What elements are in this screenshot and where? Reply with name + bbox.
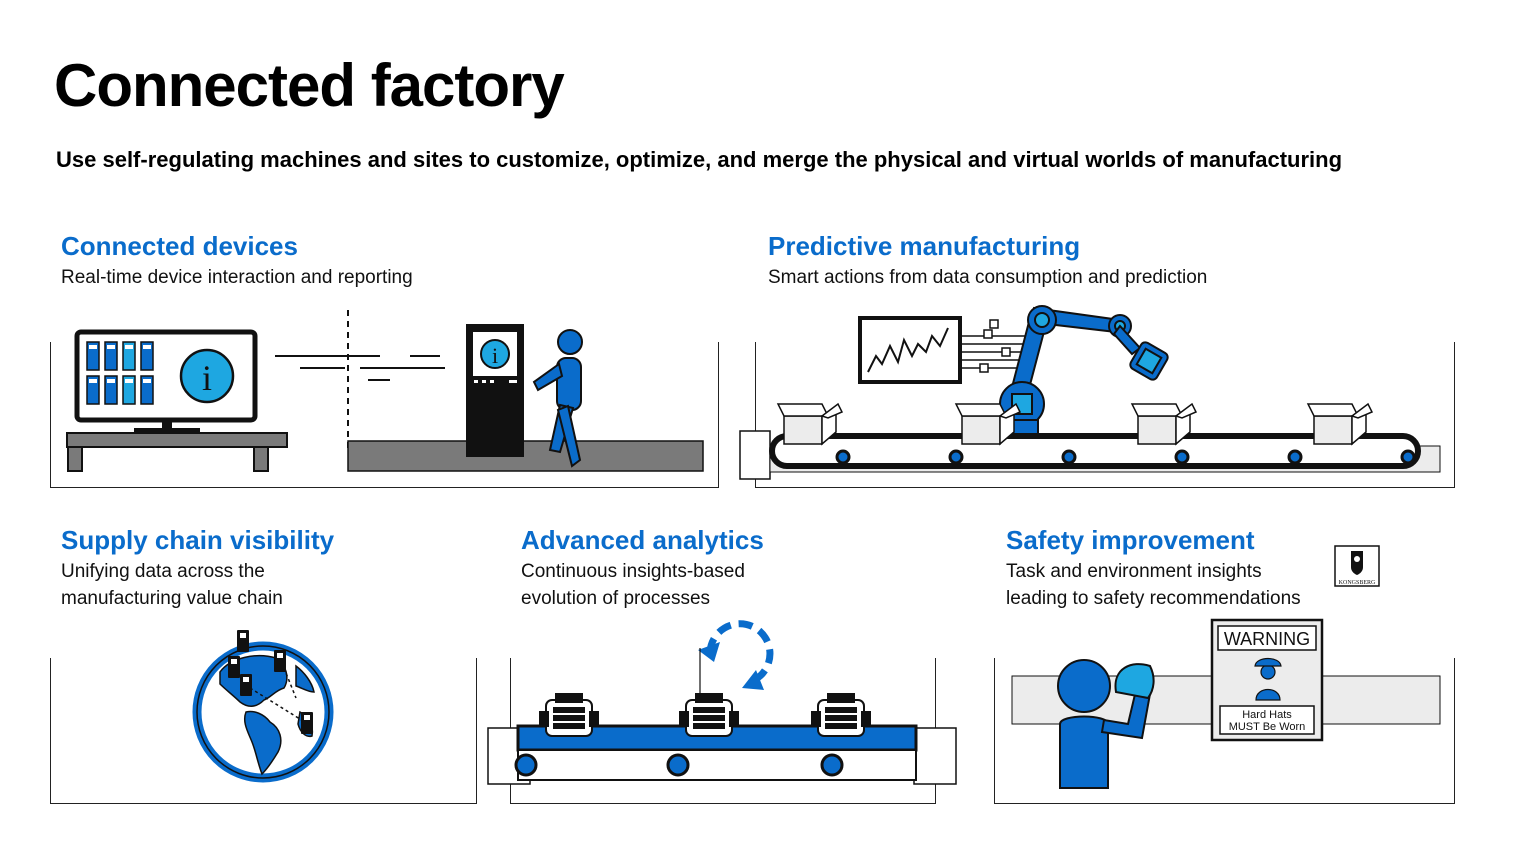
engine-block-icons [539, 693, 871, 737]
kiosk-icon: i [466, 324, 524, 457]
advanced-analytics-description-line2: evolution of processes [521, 588, 711, 609]
supply-chain-description-line2: manufacturing value chain [61, 588, 283, 609]
globe-icon [192, 630, 334, 783]
floor [347, 440, 704, 472]
svg-text:KONGSBERG: KONGSBERG [1339, 580, 1376, 586]
safety-description-line1: Task and environment insights [1006, 561, 1262, 582]
safety-panel [994, 658, 1455, 804]
trend-chart-icon [858, 316, 962, 384]
svg-text:i: i [202, 358, 212, 398]
advanced-analytics-illustration [487, 620, 957, 785]
data-signal-lines [275, 355, 445, 381]
info-icon: i [179, 348, 235, 404]
supply-chain-description-line1: Unifying data across the [61, 561, 265, 582]
warning-sign: WARNING Hard Hats MUST Be Worn [1210, 618, 1324, 742]
connected-devices-illustration: i i [66, 310, 704, 472]
refresh-cycle-icon [706, 620, 774, 686]
predictive-manufacturing-panel [755, 342, 1455, 488]
connected-devices-description: Real-time device interaction and reporti… [61, 267, 413, 288]
safety-illustration: WARNING Hard Hats MUST Be Worn [1011, 618, 1441, 789]
desk-top [66, 432, 288, 448]
safety-description-line2: leading to safety recommendations [1006, 588, 1301, 609]
predictive-manufacturing-title: Predictive manufacturing [768, 231, 1081, 261]
sign-line-2: MUST Be Worn [1229, 721, 1306, 733]
svg-text:i: i [492, 343, 498, 368]
box-icons [776, 402, 1374, 446]
page-subtitle: Use self-regulating machines and sites t… [56, 147, 1343, 172]
hard-hat-person-icon [1254, 657, 1282, 701]
device-pins [228, 630, 313, 734]
advanced-analytics-title: Advanced analytics [521, 525, 764, 555]
connected-devices-title: Connected devices [61, 231, 298, 261]
supply-chain-panel [50, 658, 477, 804]
sign-line-1: Hard Hats [1242, 709, 1292, 721]
conveyor-belt [739, 430, 1441, 480]
desk-leg-left [67, 446, 83, 472]
circuit-lines [962, 319, 1030, 373]
predictive-manufacturing-description: Smart actions from data consumption and … [768, 267, 1208, 288]
predictive-manufacturing-illustration [739, 305, 1441, 480]
warning-label: WARNING [1224, 629, 1310, 649]
advanced-analytics-description-line1: Continuous insights-based [521, 561, 745, 582]
person-icon [532, 329, 583, 468]
page-title: Connected factory [54, 52, 565, 119]
safety-improvement-title: Safety improvement [1006, 525, 1255, 555]
worker-icon [1057, 659, 1152, 789]
hard-hat-icon [1114, 663, 1155, 700]
kongsberg-logo: KONGSBERG [1334, 545, 1380, 587]
supply-chain-title: Supply chain visibility [61, 525, 335, 555]
desk-leg-right [253, 446, 269, 472]
connected-devices-panel [50, 342, 719, 488]
